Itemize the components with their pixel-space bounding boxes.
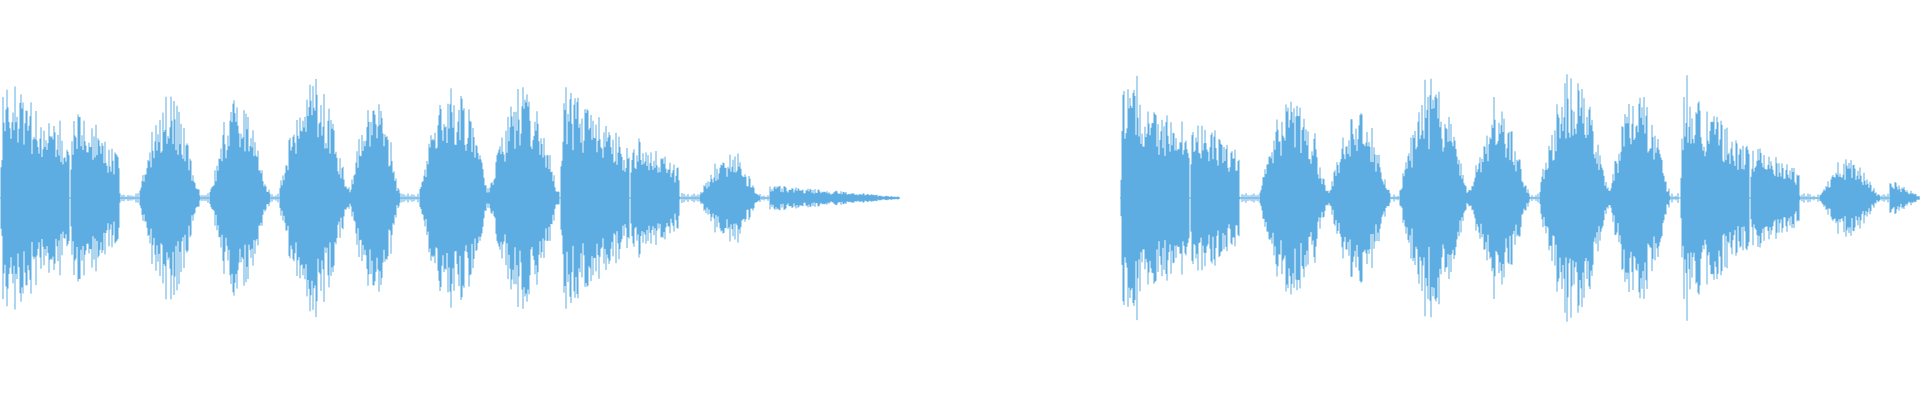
waveform-group (0, 74, 1920, 322)
waveform-clip-2 (1120, 74, 1920, 322)
waveform-clip-1 (0, 78, 900, 318)
